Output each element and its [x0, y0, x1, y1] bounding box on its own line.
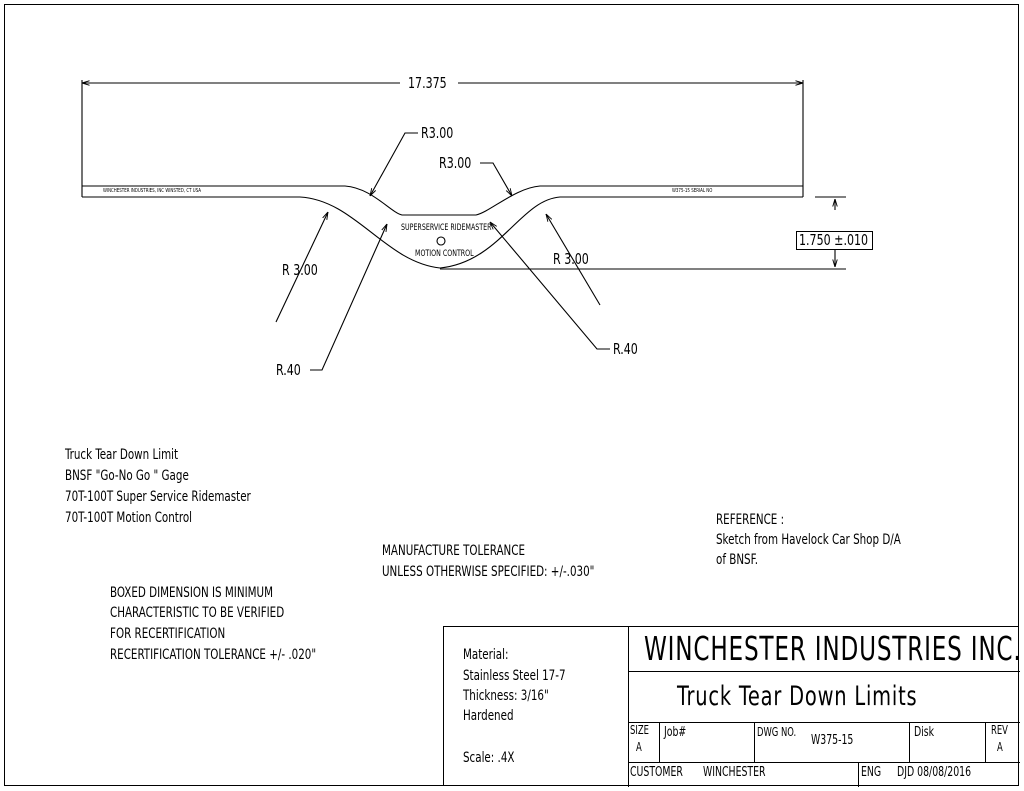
- tolerance-line-2: UNLESS OTHERWISE SPECIFIED: +/-.030": [382, 564, 595, 580]
- boxed-note-line-1: BOXED DIMENSION IS MINIMUM: [110, 585, 274, 601]
- eng-value: DJD 08/08/2016: [897, 765, 972, 780]
- boxed-note-line-3: FOR RECERTIFICATION: [110, 626, 226, 642]
- reference-line-2: of BNSF.: [716, 552, 758, 568]
- reference-line-1: Sketch from Havelock Car Shop D/A: [716, 532, 901, 548]
- radius-small-left-dim: R.40: [276, 361, 301, 379]
- rev-label: REV: [991, 723, 1008, 737]
- size-value: A: [636, 740, 642, 754]
- boxed-note-line-4: RECERTIFICATION TOLERANCE +/- .020": [110, 647, 317, 663]
- right-stamp-text: W375-15 SERIAL NO: [672, 187, 713, 194]
- overall-length-dim: 17.375: [408, 74, 447, 92]
- boxed-dimension: [796, 231, 873, 250]
- drawing-border: [4, 4, 1019, 786]
- left-stamp-text: WINCHESTER INDUSTRIES, INC WINSTED, CT U…: [103, 187, 201, 194]
- material-line-1: Stainless Steel 17-7: [463, 668, 566, 684]
- description-line-3: 70T-100T Super Service Ridemaster: [65, 489, 251, 505]
- part-outline-top: [82, 185, 803, 216]
- rev-value: A: [997, 740, 1003, 754]
- boxed-note-line-2: CHARACTERISTIC TO BE VERIFIED: [110, 605, 285, 621]
- radius-top-left-dim: R3.00: [421, 124, 454, 142]
- title-block: [443, 626, 1020, 787]
- tolerance-line-1: MANUFACTURE TOLERANCE: [382, 543, 526, 559]
- customer-label: CUSTOMER: [630, 765, 683, 780]
- radius-bottom-left-dim: R 3.00: [282, 261, 318, 279]
- radius-small-right-dim: R.40: [613, 340, 638, 358]
- eng-label: ENG: [861, 765, 882, 780]
- description-line-2: BNSF "Go-No Go " Gage: [65, 468, 189, 484]
- customer-value: WINCHESTER: [703, 765, 766, 780]
- reference-heading: REFERENCE :: [716, 512, 785, 528]
- depth-boxed-dim: 1.750 ±.010: [799, 231, 869, 249]
- company-name: WINCHESTER INDUSTRIES INC.: [644, 629, 1022, 668]
- job-label: Job#: [664, 725, 687, 740]
- radius-top-right-dim: R3.00: [439, 154, 472, 172]
- material-line-2: Thickness: 3/16": [463, 688, 549, 704]
- material-label: Material:: [463, 647, 509, 663]
- part-outline-bottom: [82, 196, 803, 269]
- scale-text: Scale: .4X: [463, 750, 515, 766]
- drawing-title: Truck Tear Down Limits: [677, 681, 918, 712]
- description-line-4: 70T-100T Motion Control: [65, 510, 193, 526]
- disk-label: Disk: [914, 725, 935, 740]
- description-line-1: Truck Tear Down Limit: [65, 447, 179, 463]
- dwg-value: W375-15: [811, 733, 854, 748]
- radius-bottom-right-dim: R 3.00: [553, 250, 589, 268]
- material-line-3: Hardened: [463, 708, 514, 724]
- center-marking-line2: MOTION CONTROL: [415, 249, 474, 259]
- dwg-label: DWG NO.: [757, 725, 797, 739]
- size-label: SIZE: [630, 723, 649, 737]
- center-marking-line1: SUPERSERVICE RIDEMASTER: [401, 223, 492, 233]
